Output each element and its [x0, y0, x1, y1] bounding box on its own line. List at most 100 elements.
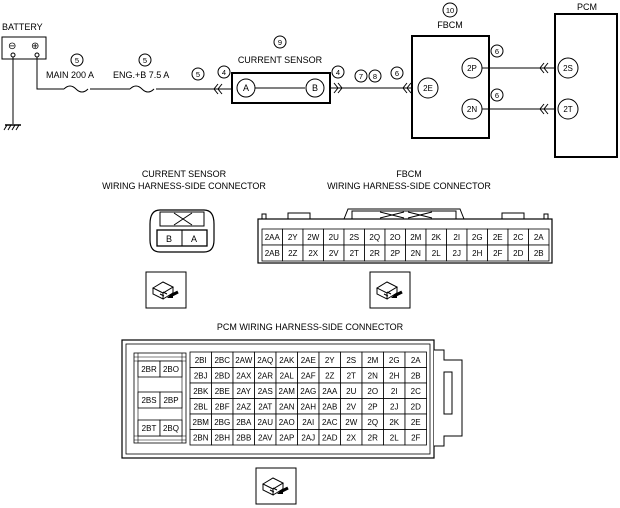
pcm-pin-label: 2G	[389, 356, 400, 365]
pcm-pin-label: 2BH	[214, 433, 230, 442]
pcm-pin-label: 2I	[391, 387, 398, 396]
pcm-pin-label: 2BR	[141, 365, 157, 374]
fbcm-label: FBCM	[437, 20, 463, 30]
fbcm-pin-label: 2Y	[288, 233, 298, 242]
connector-chevron-icon	[213, 83, 223, 95]
connector-view-icon	[369, 271, 411, 309]
fbcm-pin-label: 2T	[350, 249, 359, 258]
fbcm-pin-label: 2Z	[288, 249, 297, 258]
pcm-pin-label: 2AD	[322, 433, 338, 442]
pcm-pin-label: 2AJ	[301, 433, 315, 442]
battery-label: BATTERY	[2, 22, 43, 32]
latch-icon	[379, 211, 433, 219]
fbcm-pin-label: 2I	[453, 233, 460, 242]
fbcm-pin-label: 2A	[534, 233, 544, 242]
pcm-pin-label: 2AW	[235, 356, 252, 365]
pcm-pin-label: 2BC	[214, 356, 230, 365]
wire-number-7: 7	[359, 72, 363, 81]
pcm-pin-label: 2BJ	[194, 371, 208, 380]
fbcm-pin-label: 2L	[432, 249, 441, 258]
svg-text:5: 5	[196, 70, 200, 79]
main-fuse: 5 MAIN 200 A	[46, 53, 94, 93]
pcm-pin-label: 2BB	[236, 433, 251, 442]
pin-cell	[159, 419, 183, 437]
pcm-label: PCM	[577, 2, 597, 12]
connector-chevron-icon	[402, 82, 412, 94]
pcm-pin-label: 2AT	[258, 402, 272, 411]
pcm-pin-label: 2BI	[195, 356, 207, 365]
fbcm-pin-2n-label: 2N	[467, 105, 477, 114]
fbcm-pin-label: 2X	[308, 249, 318, 258]
fbcm-pin-label: 2D	[513, 249, 523, 258]
fbcm-module: 10 FBCM 2E 2P 2N	[411, 2, 490, 139]
pcm-pin-label: 2BM	[193, 418, 210, 427]
sensor-pin-b	[305, 78, 325, 98]
wire-number-6: 6	[395, 69, 399, 78]
pcm-pin-label: 2Y	[325, 356, 335, 365]
fbcm-pin-label: 2E	[493, 233, 503, 242]
pcm-pin-label: 2BS	[141, 396, 156, 405]
current-sensor-label: CURRENT SENSOR	[238, 55, 323, 65]
fbcm-pin-label: 2S	[349, 233, 359, 242]
fbcm-pin-2e	[417, 77, 439, 99]
pcm-pin-label: 2H	[389, 371, 399, 380]
eng-fuse-label: ENG.+B 7.5 A	[113, 70, 169, 80]
pcm-pin-label: 2BO	[163, 365, 179, 374]
pcm-pin-label: 2R	[368, 433, 378, 442]
pcm-pin-label: 2AO	[279, 418, 295, 427]
wire-number-6-lower: 6	[490, 88, 504, 102]
pcm-pin-label: 2BT	[142, 424, 157, 433]
sensor-pin-b-label: B	[312, 83, 318, 93]
fbcm-pin-label: 2G	[472, 233, 483, 242]
pcm-pin-label: 2AA	[322, 387, 338, 396]
pcm-pin-2t-label: 2T	[563, 105, 572, 114]
pcm-pin-label: 2AN	[279, 402, 295, 411]
pcm-pin-label: 2AZ	[236, 402, 251, 411]
wire-number-6-upper: 6	[490, 44, 504, 58]
pcm-pin-label: 2BL	[194, 402, 209, 411]
sensor-pin-a	[236, 78, 256, 98]
pcm-pin-label: 2AK	[279, 356, 295, 365]
fbcm-connector-title: FBCM	[396, 169, 422, 179]
fbcm-pin-2e-label: 2E	[423, 84, 433, 93]
fbcm-pcm-wires	[482, 62, 555, 115]
fbcm-pin-label: 2J	[453, 249, 461, 258]
pcm-pin-label: 2BF	[215, 402, 230, 411]
pcm-pin-label: 2AI	[302, 418, 314, 427]
pcm-pin-label: 2S	[346, 356, 356, 365]
pin-cell	[404, 429, 427, 446]
battery: BATTERY ⊖ ⊕	[1, 22, 47, 131]
pcm-pin-label: 2A	[411, 356, 421, 365]
main-fuse-number: 5	[75, 56, 79, 65]
pcm-pin-label: 2V	[346, 402, 356, 411]
pcm-pin-label: 2O	[367, 387, 378, 396]
fbcm-pin-label: 2C	[513, 233, 523, 242]
fuse-icon	[63, 85, 89, 93]
current-sensor: 9 CURRENT SENSOR A B	[231, 35, 331, 104]
battery-terminal-pos	[34, 52, 40, 58]
pin-cell	[159, 391, 183, 409]
battery-negative-icon: ⊖	[8, 41, 16, 52]
pcm-pin-label: 2AP	[279, 433, 294, 442]
fbcm-pin-label: 2W	[307, 233, 319, 242]
fbcm-pin-2p-label: 2P	[467, 64, 477, 73]
pin-cell	[528, 244, 550, 262]
pcm-pin-label: 2BD	[214, 371, 230, 380]
pcm-pin-2s-label: 2S	[563, 64, 573, 73]
pcm-pin-label: 2BG	[214, 418, 230, 427]
fbcm-pin-label: 2H	[472, 249, 482, 258]
cs-connector-pin-a: A	[191, 234, 197, 244]
pcm-pin-label: 2AU	[257, 418, 273, 427]
wire-number-4-left: 4	[217, 65, 231, 79]
fbcm-pin-label: 2K	[431, 233, 441, 242]
pcm-pin-label: 2BK	[193, 387, 209, 396]
pcm-pin-label: 2AV	[258, 433, 273, 442]
main-fuse-label: MAIN 200 A	[46, 70, 94, 80]
eng-fuse: 5 ENG.+B 7.5 A	[113, 53, 169, 93]
main-power-wire	[36, 57, 232, 90]
connector-chevron-icon	[539, 62, 549, 74]
pcm-pin-label: 2F	[411, 433, 420, 442]
pcm-pin-2t	[557, 98, 579, 120]
latch-icon	[173, 212, 193, 226]
